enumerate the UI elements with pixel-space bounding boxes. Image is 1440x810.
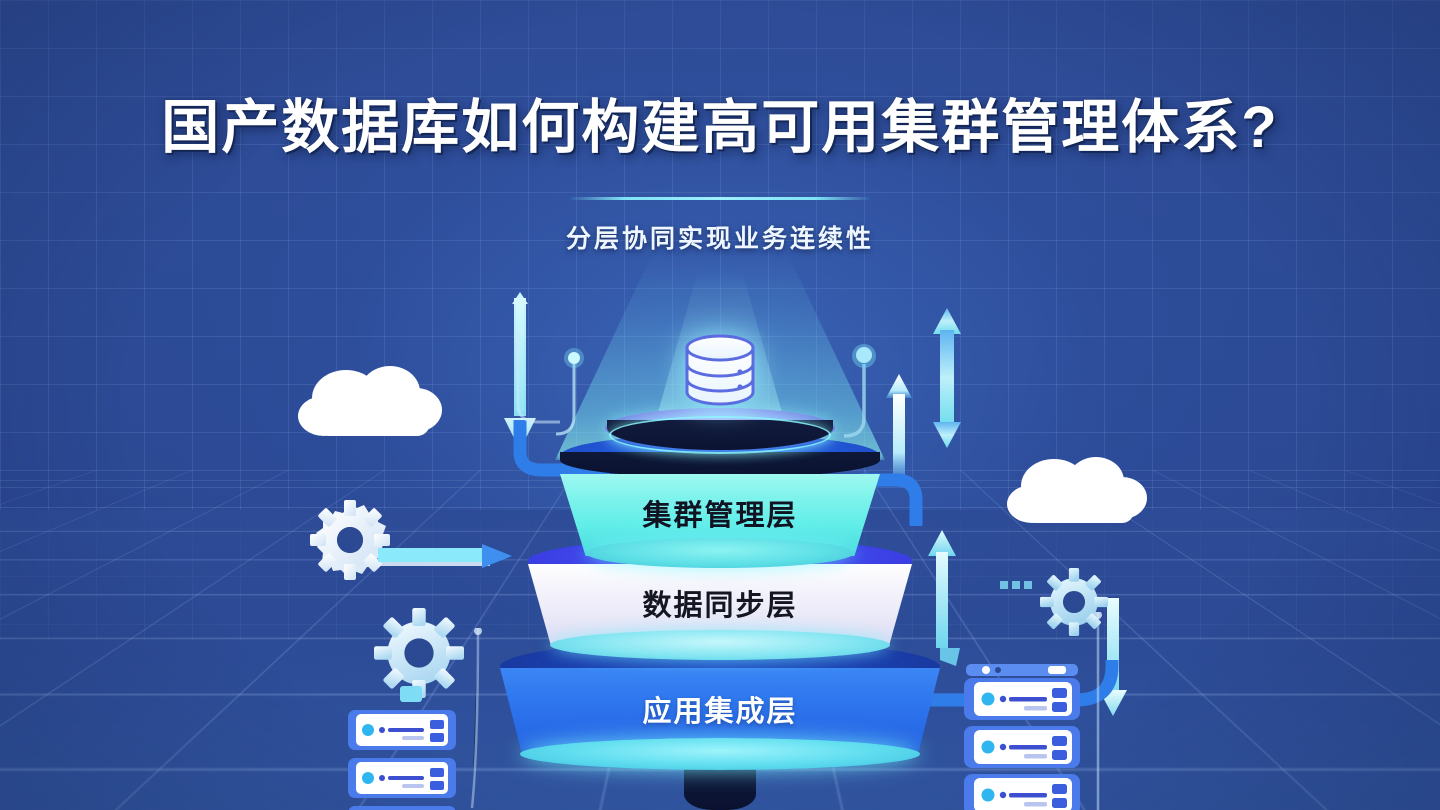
cloud-icon xyxy=(298,366,442,436)
filament-line xyxy=(470,628,482,808)
pedestal-glow-ring xyxy=(609,416,831,454)
cloud-icon xyxy=(1007,457,1147,523)
layer-label-data-sync: 数据同步层 xyxy=(642,590,798,622)
gear-icon xyxy=(1040,568,1108,636)
double-arrow-icon xyxy=(933,308,961,448)
title-divider xyxy=(570,196,870,200)
up-arrow-icon xyxy=(928,530,956,648)
header: 国产数据库如何构建高可用集群管理体系? 分层协同实现业务连续性 xyxy=(0,95,1440,255)
gear-icon xyxy=(374,608,464,698)
bracket-line xyxy=(516,330,560,424)
layer-bottom-disc xyxy=(586,538,854,568)
connector-pipe xyxy=(860,473,923,526)
filament-line xyxy=(1094,612,1102,810)
database-cylinder-icon xyxy=(685,334,755,406)
layer-bottom-disc xyxy=(520,738,920,770)
gear-icon xyxy=(310,500,390,580)
layer-label-cluster-management: 集群管理层 xyxy=(642,500,798,532)
page-title: 国产数据库如何构建高可用集群管理体系? xyxy=(161,95,1279,160)
page-subtitle: 分层协同实现业务连续性 xyxy=(565,224,874,253)
layer-label-app-integration: 应用集成层 xyxy=(642,696,798,728)
right-arrow-icon xyxy=(378,544,512,568)
node-pin-icon xyxy=(843,344,876,438)
dash-marks xyxy=(1000,581,1032,589)
connector-pipe xyxy=(513,420,610,477)
up-arrow-icon xyxy=(886,374,912,478)
node-pin-icon xyxy=(555,348,584,436)
layer-bottom-disc xyxy=(550,630,890,660)
